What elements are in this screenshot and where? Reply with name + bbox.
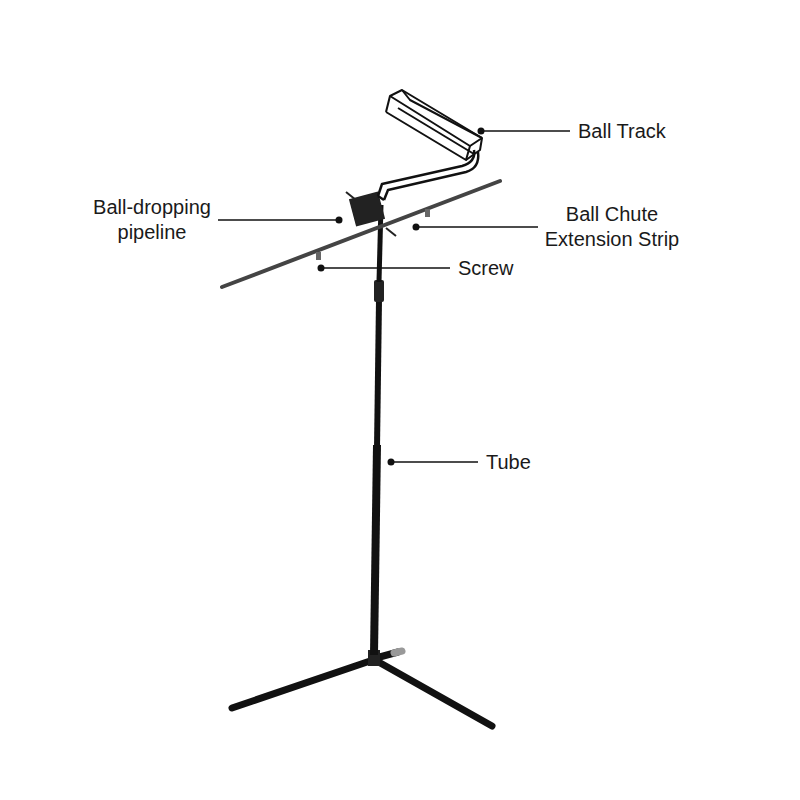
part-label: Ball-dropping pipeline <box>82 195 222 245</box>
part-label: Ball Track <box>578 119 666 144</box>
part-label: Ball Chute Extension Strip <box>537 202 687 252</box>
part-label: Tube <box>486 450 531 475</box>
part-label: Screw <box>458 256 514 281</box>
